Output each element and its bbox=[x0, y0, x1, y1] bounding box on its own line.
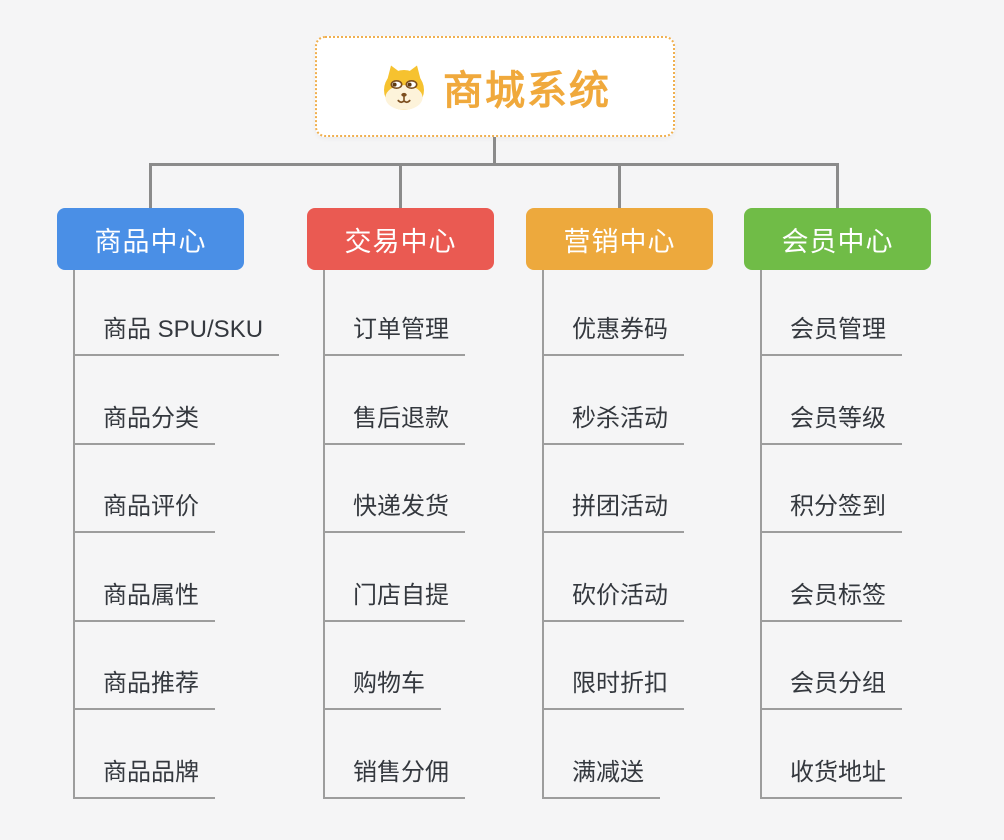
dog-face-icon bbox=[384, 65, 424, 110]
leaf-node[interactable]: 会员管理 bbox=[760, 270, 902, 356]
connector-drop-member bbox=[836, 163, 839, 209]
leaf-node[interactable]: 订单管理 bbox=[323, 270, 465, 356]
leaf-list-product: 商品 SPU/SKU 商品分类 商品评价 商品属性 商品推荐 商品品牌 bbox=[73, 270, 307, 799]
leaf-list-trade: 订单管理 售后退款 快递发货 门店自提 购物车 销售分佣 bbox=[323, 270, 557, 799]
leaf-node[interactable]: 售后退款 bbox=[323, 356, 465, 445]
branch-column-member-center: 会员中心 会员管理 会员等级 积分签到 会员标签 会员分组 收货地址 bbox=[744, 208, 994, 799]
connector-drop-product bbox=[149, 163, 152, 209]
leaf-node[interactable]: 商品属性 bbox=[73, 533, 215, 622]
connector-horizontal-bar bbox=[149, 163, 839, 166]
branch-column-marketing-center: 营销中心 优惠券码 秒杀活动 拼团活动 砍价活动 限时折扣 满减送 bbox=[526, 208, 776, 799]
branch-label: 交易中心 bbox=[344, 226, 457, 257]
branch-label: 商品中心 bbox=[94, 226, 207, 257]
branch-label: 营销中心 bbox=[563, 226, 676, 257]
root-node-mall-system[interactable]: 商城系统 bbox=[315, 36, 675, 137]
leaf-node[interactable]: 秒杀活动 bbox=[542, 356, 684, 445]
leaf-node[interactable]: 销售分佣 bbox=[323, 710, 465, 799]
branch-trunk-line bbox=[73, 270, 75, 798]
leaf-node[interactable]: 收货地址 bbox=[760, 710, 902, 799]
branch-node-marketing-center[interactable]: 营销中心 bbox=[526, 208, 713, 270]
leaf-node[interactable]: 限时折扣 bbox=[542, 622, 684, 710]
branch-node-trade-center[interactable]: 交易中心 bbox=[307, 208, 494, 270]
branch-trunk-line bbox=[760, 270, 762, 798]
leaf-node[interactable]: 积分签到 bbox=[760, 445, 902, 533]
branch-trunk-line bbox=[542, 270, 544, 798]
leaf-node[interactable]: 拼团活动 bbox=[542, 445, 684, 533]
leaf-node[interactable]: 商品推荐 bbox=[73, 622, 215, 710]
leaf-node[interactable]: 快递发货 bbox=[323, 445, 465, 533]
root-node-title: 商城系统 bbox=[443, 68, 611, 113]
branch-column-trade-center: 交易中心 订单管理 售后退款 快递发货 门店自提 购物车 销售分佣 bbox=[307, 208, 557, 799]
leaf-node[interactable]: 会员等级 bbox=[760, 356, 902, 445]
leaf-node[interactable]: 商品评价 bbox=[73, 445, 215, 533]
leaf-node[interactable]: 砍价活动 bbox=[542, 533, 684, 622]
leaf-list-marketing: 优惠券码 秒杀活动 拼团活动 砍价活动 限时折扣 满减送 bbox=[542, 270, 776, 799]
leaf-node[interactable]: 会员标签 bbox=[760, 533, 902, 622]
leaf-node[interactable]: 商品分类 bbox=[73, 356, 215, 445]
leaf-node[interactable]: 会员分组 bbox=[760, 622, 902, 710]
branch-node-product-center[interactable]: 商品中心 bbox=[57, 208, 244, 270]
connector-drop-marketing bbox=[618, 163, 621, 209]
leaf-node[interactable]: 商品品牌 bbox=[73, 710, 215, 799]
branch-node-member-center[interactable]: 会员中心 bbox=[744, 208, 931, 270]
leaf-node[interactable]: 满减送 bbox=[542, 710, 660, 799]
connector-drop-trade bbox=[399, 163, 402, 209]
leaf-node[interactable]: 购物车 bbox=[323, 622, 441, 710]
branch-trunk-line bbox=[323, 270, 325, 798]
leaf-list-member: 会员管理 会员等级 积分签到 会员标签 会员分组 收货地址 bbox=[760, 270, 994, 799]
leaf-node[interactable]: 商品 SPU/SKU bbox=[73, 270, 280, 356]
leaf-node[interactable]: 优惠券码 bbox=[542, 270, 684, 356]
connector-root-stub bbox=[493, 137, 496, 165]
leaf-node[interactable]: 门店自提 bbox=[323, 533, 465, 622]
branch-label: 会员中心 bbox=[781, 226, 894, 257]
branch-column-product-center: 商品中心 商品 SPU/SKU 商品分类 商品评价 商品属性 商品推荐 商品品牌 bbox=[57, 208, 307, 799]
